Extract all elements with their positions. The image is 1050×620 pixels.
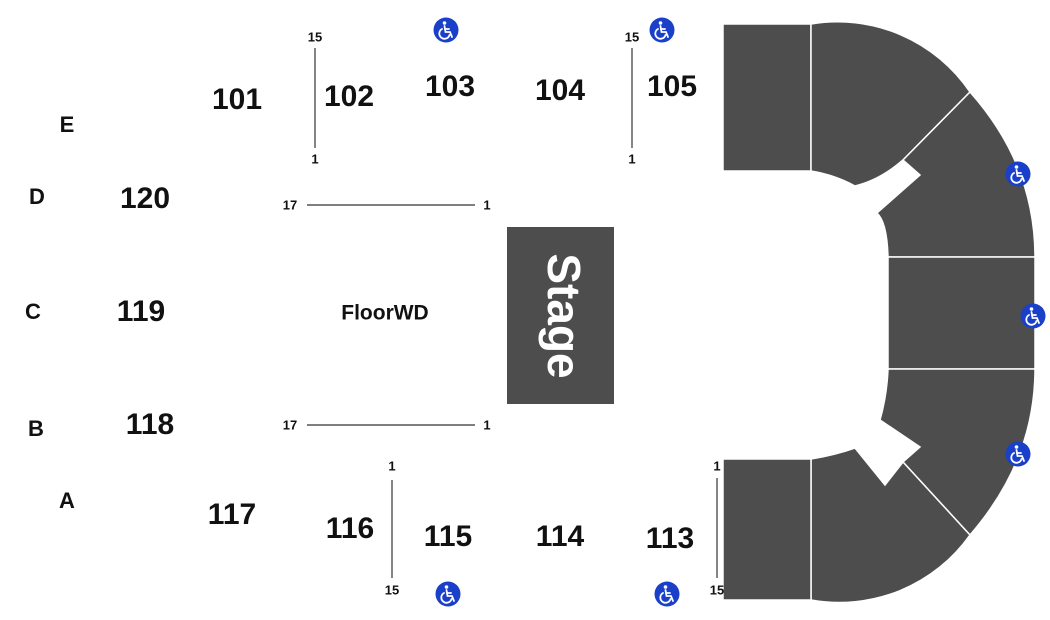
section-letter-c[interactable]: C	[25, 299, 41, 324]
wheelchair-icon	[1004, 160, 1032, 188]
wheelchair-icon	[653, 580, 681, 608]
seat-block-bottom-curve-1[interactable]	[810, 447, 971, 604]
section-120[interactable]: 120	[120, 182, 170, 215]
row-label: 1	[628, 151, 635, 166]
wheelchair-icon	[432, 16, 460, 44]
section-117[interactable]: 117	[208, 498, 256, 531]
row-label: 1	[483, 417, 490, 432]
row-label: 15	[308, 29, 322, 44]
wheelchair-icon	[648, 16, 676, 44]
wheelchair-icon	[1019, 302, 1047, 330]
wheelchair-icon	[1004, 440, 1032, 468]
row-label: 15	[710, 582, 724, 597]
row-label: 1	[388, 458, 395, 473]
section-letter-b[interactable]: B	[28, 416, 44, 441]
floor-label[interactable]: FloorWD	[341, 302, 428, 325]
seat-block-right-center[interactable]	[887, 256, 1036, 370]
section-105[interactable]: 105	[647, 70, 697, 103]
section-116[interactable]: 116	[326, 512, 374, 545]
section-101[interactable]: 101	[212, 83, 262, 116]
section-113[interactable]: 113	[646, 522, 694, 555]
row-label: 17	[283, 197, 297, 212]
section-119[interactable]: 119	[117, 295, 165, 328]
stage[interactable]: Stage	[507, 227, 614, 404]
section-letter-d[interactable]: D	[29, 184, 45, 209]
section-114[interactable]: 114	[536, 520, 585, 553]
row-label: 1	[483, 197, 490, 212]
seat-block-bottom-left[interactable]	[722, 458, 812, 601]
section-118[interactable]: 118	[126, 408, 174, 441]
seating-blocks	[722, 21, 1036, 604]
row-label: 15	[625, 29, 639, 44]
row-label: 17	[283, 417, 297, 432]
section-103[interactable]: 103	[425, 70, 475, 103]
row-label: 1	[713, 458, 720, 473]
section-letter-a[interactable]: A	[59, 488, 75, 513]
section-115[interactable]: 115	[424, 520, 472, 553]
wheelchair-icon	[434, 580, 462, 608]
stage-label: Stage	[538, 253, 590, 378]
section-104[interactable]: 104	[535, 74, 585, 107]
row-label: 1	[311, 151, 318, 166]
stage-block	[507, 227, 614, 404]
section-102[interactable]: 102	[324, 80, 374, 113]
section-letter-e[interactable]: E	[60, 112, 75, 137]
seat-block-top-left[interactable]	[722, 23, 812, 172]
seat-block-bottom-curve-2[interactable]	[879, 368, 1036, 537]
row-label: 15	[385, 582, 399, 597]
